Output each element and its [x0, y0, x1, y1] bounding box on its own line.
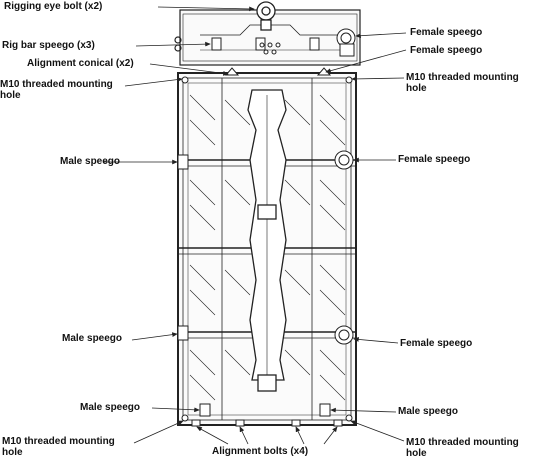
label-male-speego-upper: Male speego	[60, 156, 121, 167]
label-m10-top-right: M10 threaded mounting hole	[406, 72, 519, 94]
label-female-speego-mid-upper: Female speego	[398, 154, 471, 165]
male-speego	[177, 154, 331, 417]
female-speego	[334, 150, 354, 345]
leader-lines	[104, 6, 407, 445]
label-male-speego-mid-lower: Male speego	[62, 333, 123, 344]
label-m10-top-left: M10 threaded mounting hole	[0, 79, 113, 101]
label-alignment-conical: Alignment conical (x2)	[27, 58, 134, 69]
label-m10-bottom-left: M10 threaded mounting hole	[2, 436, 115, 458]
label-male-speego-bottom-right: Male speego	[398, 406, 459, 417]
label-female-speego-mid-lower: Female speego	[400, 338, 473, 349]
m10-mounting-hole	[181, 76, 353, 422]
label-male-speego-bottom-left: Male speego	[80, 402, 141, 413]
label-rigging-eye-bolt: Rigging eye bolt (x2)	[4, 1, 103, 12]
label-female-speego-top-1: Female speego	[410, 27, 483, 38]
central-spine	[247, 89, 287, 392]
label-rig-bar-speego: Rig bar speego (x3)	[2, 40, 95, 51]
alignment-bolt	[191, 419, 343, 427]
rig-bar-speego	[211, 37, 320, 55]
female-speego-rigbar	[336, 28, 356, 57]
label-female-speego-top-2: Female speego	[410, 45, 483, 56]
label-m10-bottom-right: M10 threaded mounting hole	[406, 437, 519, 459]
rigging-eye-bolt	[256, 1, 276, 31]
label-alignment-bolts: Alignment bolts (x4)	[212, 446, 309, 457]
